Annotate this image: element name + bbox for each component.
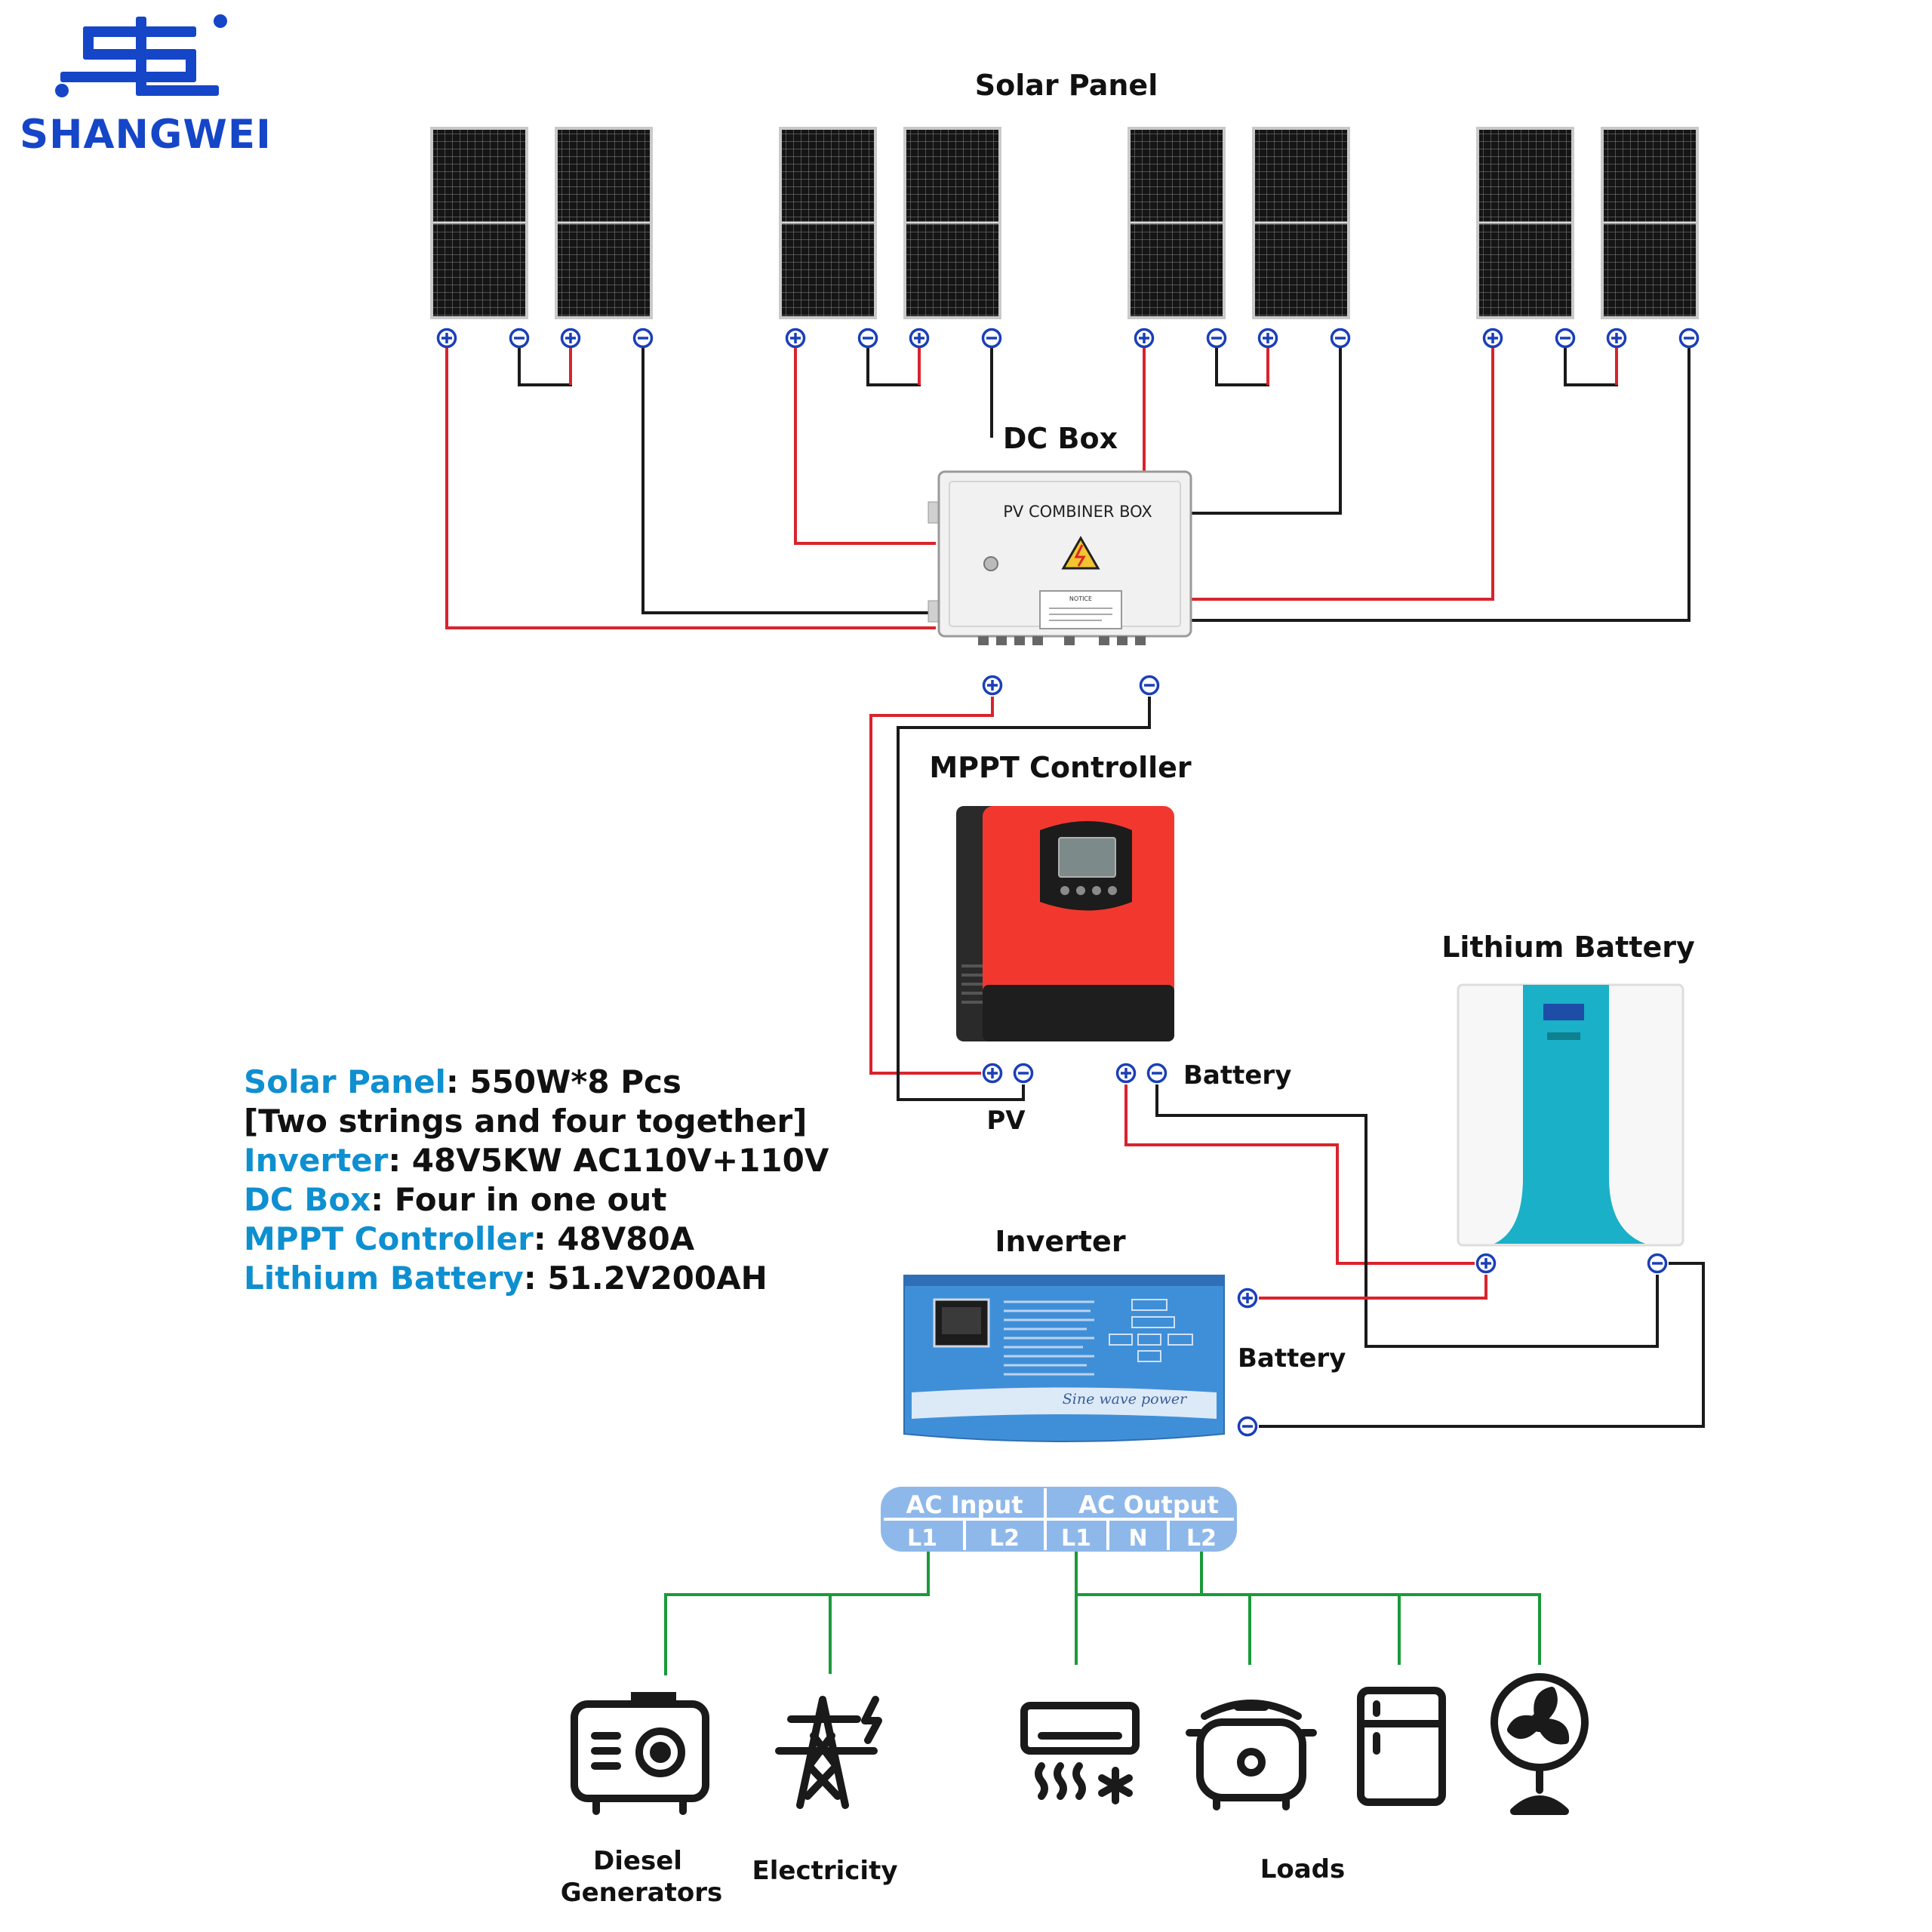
- dc-box-positive-terminal: [982, 675, 1003, 696]
- ac-input-label: AC Input: [906, 1491, 1023, 1519]
- inverter-battery-negative: [1237, 1416, 1258, 1437]
- ac-input-term: L1: [907, 1525, 937, 1552]
- spec-list: Solar Panel: 550W*8 Pcs [Two strings and…: [244, 1063, 829, 1298]
- inverter-label: Inverter: [995, 1225, 1125, 1258]
- ac-wires: [664, 1552, 1541, 1675]
- spec-item: [Two strings and four together]: [244, 1103, 808, 1140]
- mppt-controller-label: MPPT Controller: [929, 751, 1192, 784]
- dc-box-notice: NOTICE: [1069, 595, 1092, 602]
- ac-output-term: L1: [1061, 1525, 1091, 1552]
- battery-negative-terminal: [1647, 1253, 1668, 1274]
- fan-icon: [1491, 1673, 1589, 1815]
- spec-item: Solar Panel: 550W*8 Pcs: [244, 1063, 681, 1100]
- diesel-label-line1: Diesel: [593, 1846, 682, 1876]
- mppt-controller: [956, 806, 1174, 1041]
- dc-box-title: PV COMBINER BOX: [1003, 503, 1152, 521]
- lithium-battery: [1457, 983, 1684, 1247]
- string-wires: [445, 347, 1690, 629]
- series-links: [518, 347, 1618, 386]
- ac-output-term: N: [1128, 1525, 1147, 1552]
- loads-label: Loads: [1260, 1854, 1346, 1884]
- ac-input-term: L2: [989, 1525, 1020, 1552]
- solar-panel: [1128, 127, 1226, 319]
- spec-item: MPPT Controller: 48V80A: [244, 1220, 695, 1257]
- generator-icon: [571, 1692, 709, 1815]
- lock-icon: [983, 556, 998, 571]
- mppt-pv-negative: [1013, 1063, 1034, 1084]
- rice-cooker-icon: [1186, 1700, 1317, 1810]
- panel-terminals: [436, 328, 1700, 349]
- solar-panel: [430, 127, 528, 319]
- mppt-display: [1058, 837, 1116, 878]
- spec-item: Lithium Battery: 51.2V200AH: [244, 1260, 768, 1297]
- spec-item: Inverter: 48V5KW AC110V+110V: [244, 1142, 829, 1179]
- ac-terminal-block: AC Input AC Output L1 L2 L1 N L2: [881, 1487, 1237, 1552]
- dc-box-label: DC Box: [1003, 422, 1118, 455]
- battery-positive-terminal: [1475, 1253, 1497, 1274]
- inverter-battery-label: Battery: [1238, 1343, 1346, 1374]
- solar-panel: [1601, 127, 1699, 319]
- warning-icon: [1061, 535, 1100, 570]
- mppt-battery-negative: [1146, 1063, 1168, 1084]
- spec-item: DC Box: Four in one out: [244, 1181, 667, 1218]
- solar-panel: [779, 127, 877, 319]
- solar-panel: [903, 127, 1001, 319]
- dc-box-negative-terminal: [1139, 675, 1160, 696]
- ac-output-label: AC Output: [1078, 1491, 1219, 1519]
- refrigerator-icon: [1357, 1687, 1446, 1806]
- electricity-label: Electricity: [752, 1856, 898, 1886]
- power-tower-icon: [775, 1696, 882, 1809]
- inverter-script: Sine wave power: [1063, 1391, 1188, 1407]
- mppt-battery-label: Battery: [1183, 1060, 1291, 1091]
- diesel-label-line2: Generators: [561, 1878, 723, 1908]
- solar-panel: [1476, 127, 1574, 319]
- pv-wires: [869, 697, 1151, 1101]
- inverter-battery-positive: [1237, 1287, 1258, 1309]
- logo-text: SHANGWEI: [20, 112, 272, 158]
- ac-output-term: L2: [1186, 1525, 1217, 1552]
- solar-panel-array: [430, 127, 1699, 319]
- air-conditioner-icon: [1020, 1702, 1140, 1804]
- logo-mark: [55, 14, 227, 97]
- mppt-battery-positive: [1115, 1063, 1137, 1084]
- inverter: Sine wave power: [903, 1275, 1225, 1442]
- pv-label: PV: [986, 1106, 1026, 1136]
- dc-combiner-box: PV COMBINER BOX NOTICE: [928, 470, 1192, 645]
- solar-panel: [1252, 127, 1350, 319]
- solar-panel: [555, 127, 653, 319]
- lithium-battery-label: Lithium Battery: [1441, 931, 1695, 964]
- mppt-pv-positive: [982, 1063, 1003, 1084]
- solar-panel-label: Solar Panel: [975, 69, 1158, 102]
- battery-wires: [1124, 1084, 1705, 1428]
- battery-display: [1543, 1004, 1584, 1020]
